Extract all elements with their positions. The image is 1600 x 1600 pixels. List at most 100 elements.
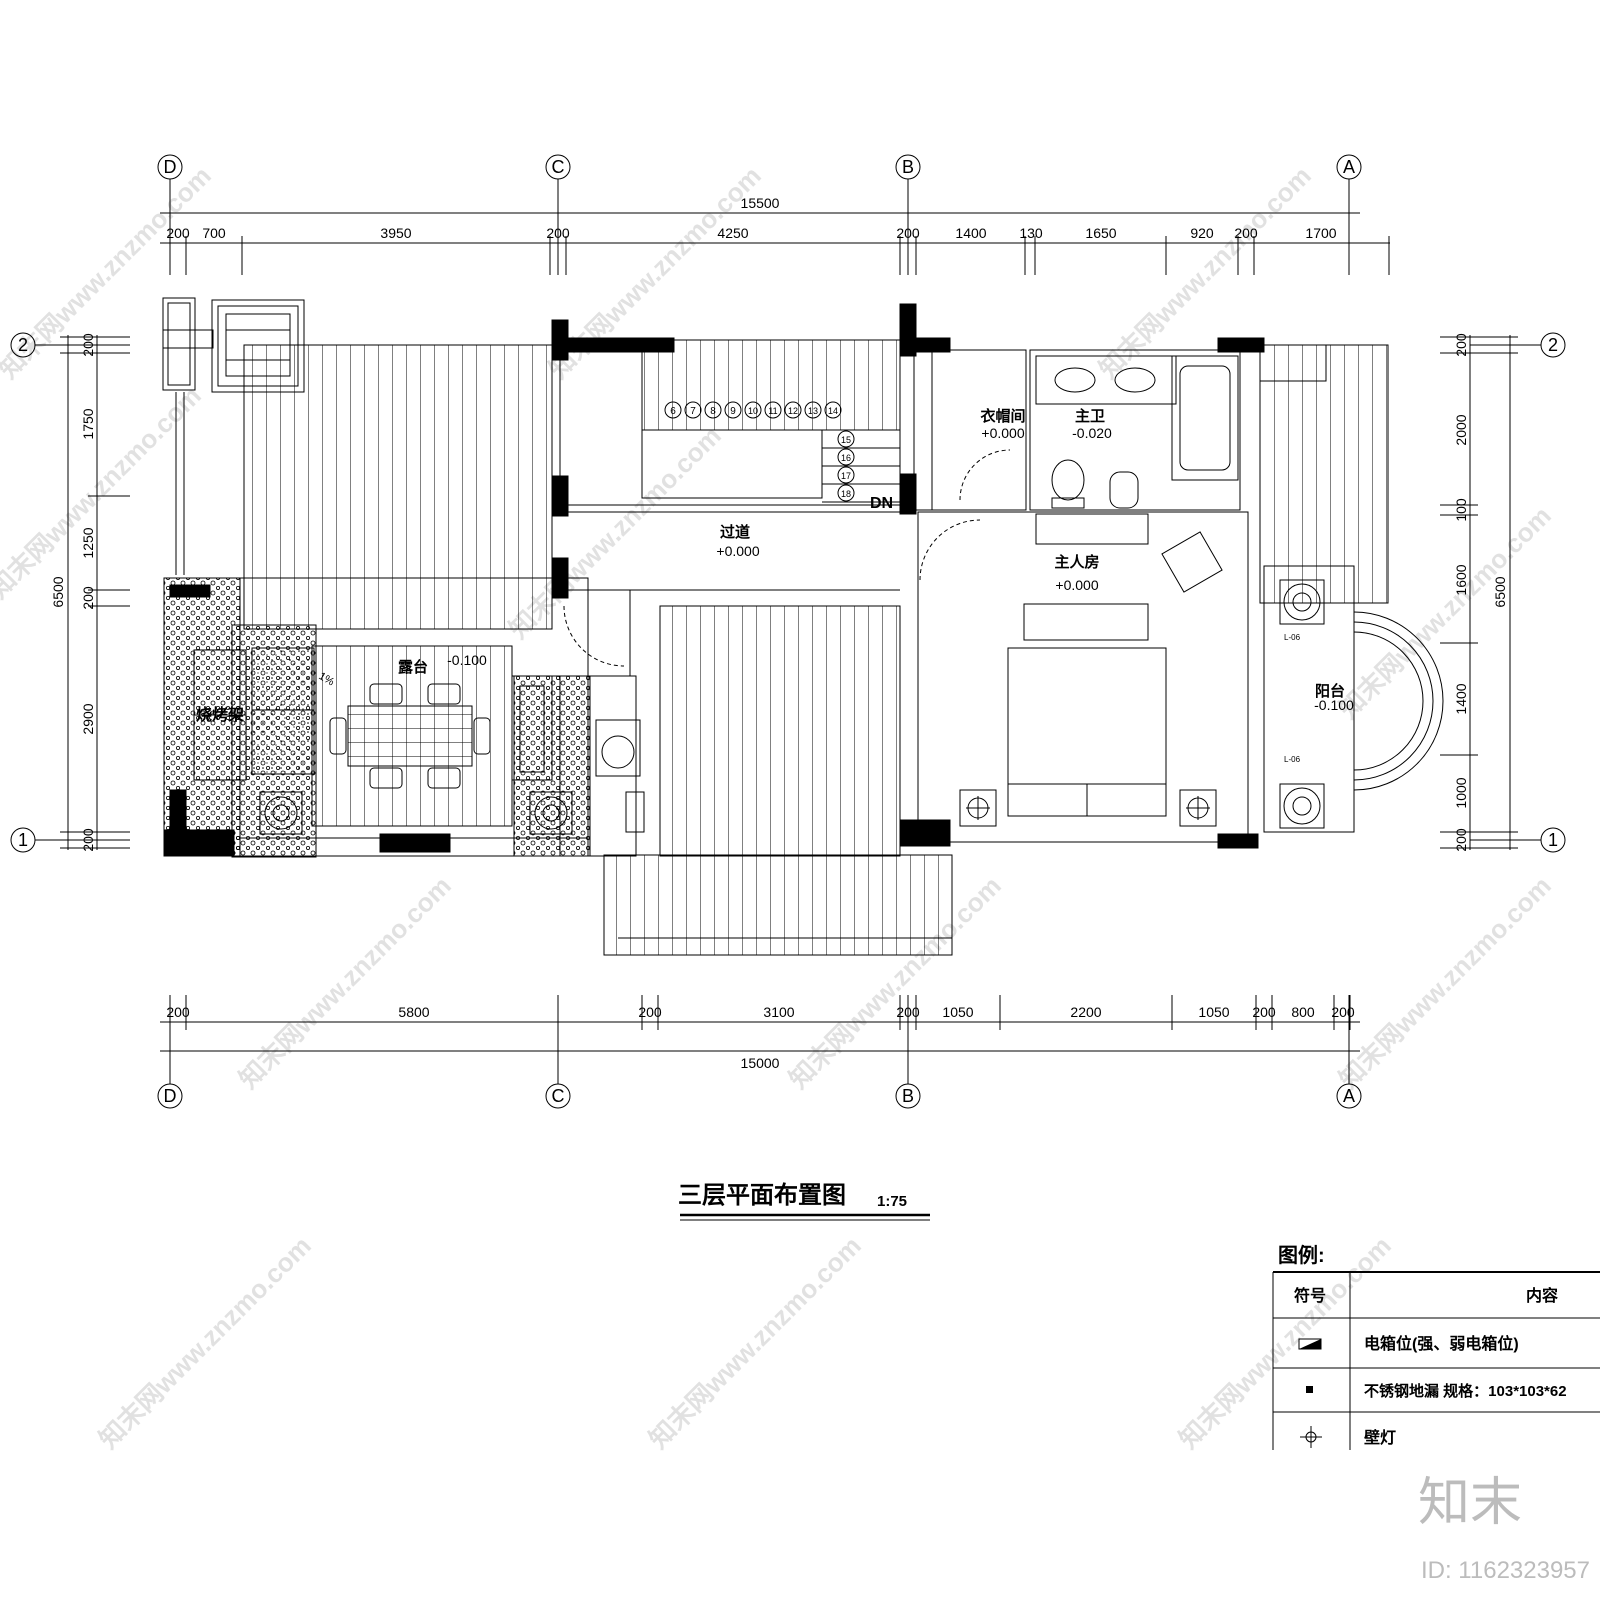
dim-left-seg: 200: [80, 333, 96, 357]
stair-number: 7: [690, 406, 696, 417]
dim-bottom-seg: 200: [1252, 1004, 1276, 1020]
axis-label-1: 1: [1548, 830, 1558, 850]
floor-drain-icon: [1306, 1386, 1313, 1393]
brand-watermark: 知末: [1418, 1474, 1522, 1532]
bbq-label: 烧烤架: [196, 705, 244, 724]
legend-table: [1272, 1271, 1600, 1450]
dim-top-seg: 1650: [1085, 225, 1116, 241]
axis-label-d: D: [164, 157, 177, 177]
stair-number: 11: [768, 406, 777, 416]
stair-number: 16: [841, 453, 851, 463]
dim-left-seg: 200: [80, 828, 96, 852]
stair-number: 8: [710, 406, 716, 417]
room-elevation: +0.000: [1055, 577, 1098, 593]
room-elevation: -0.100: [447, 652, 487, 668]
room-name: 主人房: [1054, 553, 1099, 571]
dim-right-seg: 1000: [1453, 777, 1469, 808]
axis-label-d: D: [164, 1086, 177, 1106]
dim-bottom-seg: 5800: [398, 1004, 429, 1020]
dim-top-seg: 920: [1190, 225, 1214, 241]
legend-row-text: 不锈钢地漏 规格：103*103*62: [1364, 1382, 1567, 1400]
dim-top-seg: 200: [1234, 225, 1258, 241]
stair-number: 10: [748, 406, 758, 416]
dim-top-total: 15500: [741, 195, 780, 211]
dim-top-seg: 1400: [955, 225, 986, 241]
dim-bottom-seg: 1050: [1198, 1004, 1229, 1020]
stair-number: 15: [841, 435, 851, 445]
dim-right-total: 6500: [1492, 576, 1508, 607]
plan-structure: [162, 297, 1444, 956]
id-watermark: ID: 1162323957: [1421, 1557, 1590, 1584]
watermark-text: 知末网www.znzmo.com: [93, 1230, 317, 1454]
stair-number: 18: [841, 489, 851, 499]
room-name: 露台: [398, 658, 428, 676]
stair-number: 9: [730, 406, 736, 417]
dim-right-seg: 1600: [1453, 564, 1469, 595]
stair-number: 17: [841, 471, 851, 481]
axis-label-c: C: [552, 157, 565, 177]
watermark-text: 知末网www.znzmo.com: [643, 1230, 867, 1454]
dim-bottom-seg: 200: [166, 1004, 190, 1020]
dim-top-seg: 200: [166, 225, 190, 241]
stair-number: 12: [788, 406, 798, 416]
dim-right-seg: 200: [1453, 333, 1469, 357]
room-name: 衣帽间: [980, 407, 1025, 425]
electric-box-icon: [1298, 1338, 1322, 1350]
dim-top-seg: 200: [546, 225, 570, 241]
dim-top-seg: 3950: [380, 225, 411, 241]
room-name: 过道: [720, 523, 750, 541]
dim-bottom-seg: 200: [638, 1004, 662, 1020]
lamp-tag: L-06: [1284, 633, 1301, 642]
dim-bottom-seg: 800: [1291, 1004, 1315, 1020]
lamp-tag: L-06: [1284, 755, 1301, 764]
dim-top-seg: 4250: [717, 225, 748, 241]
stair-number: 14: [828, 406, 838, 416]
drawing-scale: 1:75: [877, 1193, 907, 1210]
dim-left-total: 6500: [50, 576, 66, 607]
stair-down-label: DN: [870, 495, 893, 512]
dim-bottom-seg: 200: [1331, 1004, 1355, 1020]
dim-top-seg: 130: [1019, 225, 1043, 241]
dim-left-seg: 1750: [80, 408, 96, 439]
dimension-lines: [60, 205, 1518, 1060]
room-elevation: +0.000: [981, 425, 1024, 441]
legend-row-text: 电箱位(强、弱电箱位): [1364, 1334, 1519, 1353]
dim-bottom-seg: 3100: [763, 1004, 794, 1020]
axis-label-1: 1: [18, 830, 28, 850]
stair-numbers: [664, 401, 855, 502]
dim-right-seg: 200: [1453, 828, 1469, 852]
axis-label-b: B: [902, 157, 914, 177]
dim-bottom-seg: 2200: [1070, 1004, 1101, 1020]
watermark-text: 知末网www.znzmo.com: [1333, 870, 1557, 1094]
dim-right-seg: 1400: [1453, 683, 1469, 714]
drawing-title: 三层平面布置图: [678, 1181, 846, 1209]
legend-col-content: 内容: [1526, 1286, 1558, 1305]
room-name: 主卫: [1075, 407, 1105, 425]
legend-heading: 图例:: [1278, 1243, 1325, 1267]
dim-left-seg: 2900: [80, 703, 96, 734]
watermark-text: 知末网www.znzmo.com: [0, 160, 217, 384]
watermark-text: 知末网www.znzmo.com: [233, 870, 457, 1094]
dim-top-seg: 1700: [1305, 225, 1336, 241]
dim-top-seg: 200: [896, 225, 920, 241]
room-elevation: -0.020: [1072, 425, 1112, 441]
wall-lamp-icon: [1300, 1426, 1322, 1448]
dim-right-seg: 2000: [1453, 414, 1469, 445]
legend-col-symbol: 符号: [1294, 1286, 1326, 1305]
axis-label-2: 2: [18, 335, 28, 355]
room-name: 阳台: [1315, 682, 1345, 700]
stair-number: 6: [670, 406, 676, 417]
dim-left-seg: 200: [80, 586, 96, 610]
dim-right-seg: 100: [1453, 498, 1469, 522]
dim-bottom-total: 15000: [741, 1055, 780, 1071]
axis-label-c: C: [552, 1086, 565, 1106]
axis-label-a: A: [1343, 157, 1355, 177]
room-elevation: -0.100: [1314, 697, 1354, 713]
axis-label-2: 2: [1548, 335, 1558, 355]
planter-icon: [264, 583, 1321, 830]
dim-bottom-seg: 200: [896, 1004, 920, 1020]
axis-label-a: A: [1343, 1086, 1355, 1106]
legend-row-text: 壁灯: [1364, 1428, 1396, 1447]
room-elevation: +0.000: [716, 543, 759, 559]
